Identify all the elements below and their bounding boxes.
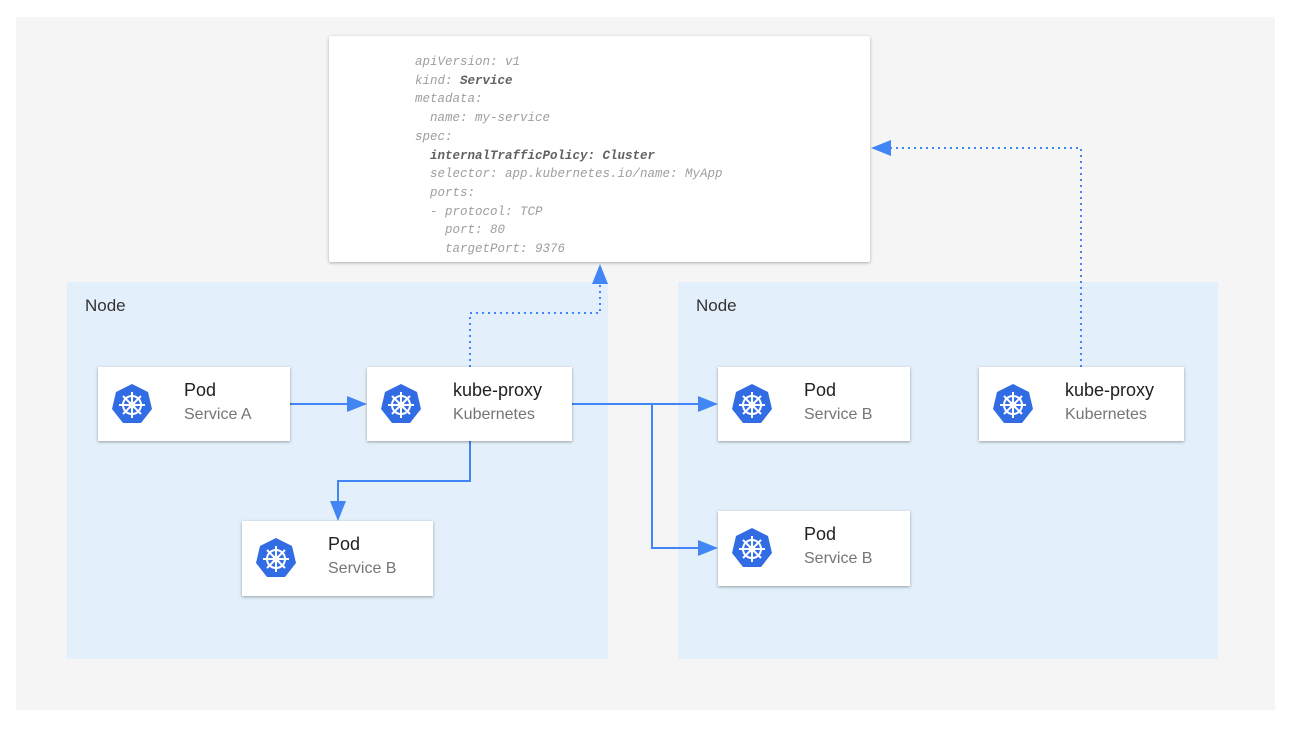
card-title: Pod <box>184 380 217 400</box>
card-title: kube-proxy <box>1065 380 1155 400</box>
node-right: Node <box>678 282 1218 659</box>
service-yaml-box: apiVersion: v1 kind: Service metadata: n… <box>329 36 870 262</box>
card-subtitle: Kubernetes <box>453 406 535 423</box>
kubernetes-helm-icon <box>730 526 774 570</box>
arrow-proxy-to-podb-right2 <box>651 404 718 556</box>
kubernetes-helm-icon <box>991 382 1035 426</box>
kubernetes-helm-icon <box>254 536 298 580</box>
node-left: Node <box>67 282 608 659</box>
dotted-proxy-to-service <box>469 264 608 367</box>
dotted-proxy2-to-service <box>871 140 1082 367</box>
kubernetes-helm-icon <box>379 382 423 426</box>
card-subtitle: Service B <box>804 406 873 423</box>
card-subtitle: Kubernetes <box>1065 406 1147 423</box>
kubernetes-helm-icon <box>110 382 154 426</box>
card-title: Pod <box>804 380 837 400</box>
node-label: Node <box>696 296 737 315</box>
yaml-code: apiVersion: v1 kind: Service metadata: n… <box>415 55 723 257</box>
arrow-proxy-to-podb-left <box>330 441 471 521</box>
card-subtitle: Service A <box>184 406 252 423</box>
card-title: Pod <box>804 524 837 544</box>
node-label: Node <box>85 296 126 315</box>
card-title: Pod <box>328 534 361 554</box>
card-subtitle: Service B <box>804 550 873 567</box>
kubernetes-helm-icon <box>730 382 774 426</box>
card-title: kube-proxy <box>453 380 543 400</box>
card-subtitle: Service B <box>328 560 397 577</box>
